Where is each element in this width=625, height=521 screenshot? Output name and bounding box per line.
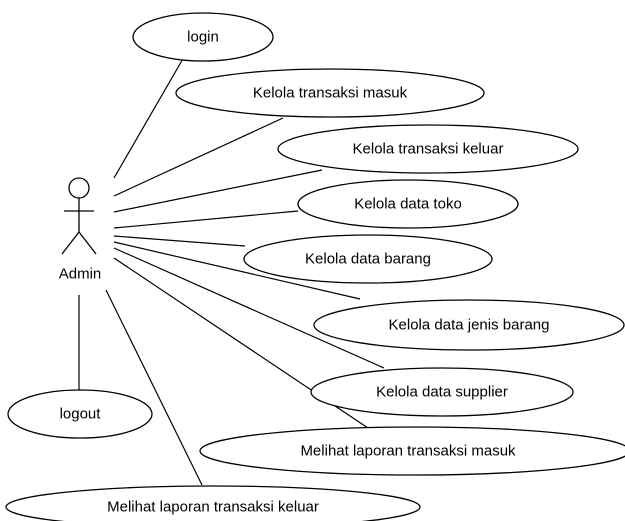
use-case-ellipse: [175, 68, 485, 118]
actor-admin[interactable]: Admin: [59, 177, 102, 283]
actor-right-leg: [78, 231, 97, 255]
use-case-logout[interactable]: logout: [7, 389, 153, 439]
use-case-melihat-laporan-transaksi-keluar[interactable]: Melihat laporan transaksi keluar: [5, 485, 421, 521]
use-case-label: Kelola transaksi masuk: [253, 85, 408, 102]
use-case-login[interactable]: login: [132, 12, 274, 62]
use-case-kelola-transaksi-masuk[interactable]: Kelola transaksi masuk: [175, 68, 485, 118]
use-case-kelola-data-barang[interactable]: Kelola data barang: [243, 234, 493, 284]
use-case-kelola-data-toko[interactable]: Kelola data toko: [297, 179, 519, 229]
assoc-kelola-transaksi-masuk: [113, 117, 284, 197]
use-case-kelola-data-supplier[interactable]: Kelola data supplier: [310, 367, 574, 417]
use-case-ellipse: [313, 299, 625, 351]
use-case-melihat-laporan-transaksi-masuk[interactable]: Melihat laporan transaksi masuk: [199, 426, 625, 476]
actor-head: [68, 177, 90, 199]
use-case-ellipse: [7, 389, 153, 439]
use-case-ellipse: [277, 124, 579, 174]
use-case-label: logout: [60, 406, 102, 423]
use-case-label: Melihat laporan transaksi masuk: [300, 443, 516, 460]
use-case-label: Kelola data supplier: [376, 384, 508, 401]
use-case-label: Kelola transaksi keluar: [353, 141, 504, 158]
use-case-label: Kelola data barang: [305, 251, 431, 268]
use-case-ellipse: [310, 367, 574, 417]
assoc-kelola-transaksi-keluar: [113, 169, 323, 213]
actor-left-leg: [61, 231, 80, 255]
use-case-ellipse: [243, 234, 493, 284]
use-case-ellipse: [297, 179, 519, 229]
use-case-kelola-data-jenis-barang[interactable]: Kelola data jenis barang: [313, 299, 625, 351]
assoc-kelola-data-toko: [113, 210, 299, 229]
assoc-kelola-data-supplier: [113, 247, 385, 369]
assoc-kelola-data-barang: [113, 235, 246, 247]
assoc-login: [113, 56, 185, 179]
use-case-label: Kelola data jenis barang: [389, 317, 550, 334]
actor-label: Admin: [59, 266, 102, 283]
use-case-label: Kelola data toko: [354, 196, 462, 213]
assoc-kelola-data-jenis-barang: [113, 241, 361, 300]
use-case-ellipse: [5, 485, 421, 521]
use-case-kelola-transaksi-keluar[interactable]: Kelola transaksi keluar: [277, 124, 579, 174]
use-case-ellipse: [199, 426, 625, 476]
use-case-label: Melihat laporan transaksi keluar: [107, 499, 319, 516]
assoc-melihat-laporan-transaksi-keluar: [105, 289, 203, 486]
associations: [78, 56, 385, 486]
use-case-label: login: [187, 29, 219, 46]
use-case-ellipse: [132, 12, 274, 62]
